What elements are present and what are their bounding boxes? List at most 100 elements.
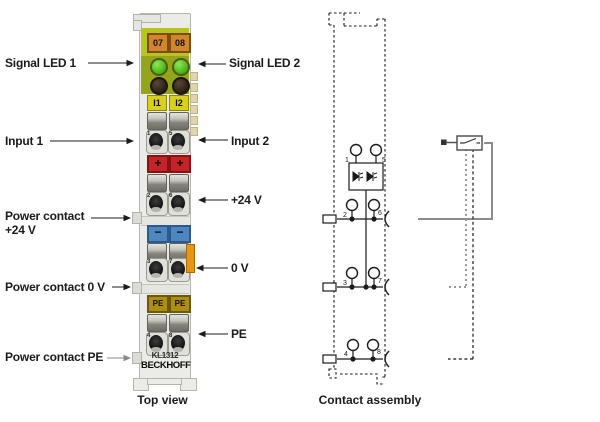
label-0v: 0 V: [231, 261, 249, 275]
housing-top-hook-stub: [133, 20, 142, 31]
wire-contact-6[interactable]: [168, 192, 190, 216]
minus-label-left: −: [147, 225, 169, 243]
power-contact-spring-24v: [132, 212, 142, 224]
led-symbol-1: [352, 171, 364, 182]
caption-contact-assembly: Contact assembly: [318, 393, 422, 407]
assembly-number-8: 8: [377, 349, 381, 356]
wire-contact-5[interactable]: [168, 130, 190, 154]
power-blade-0v: [322, 282, 337, 292]
wire-contact-3[interactable]: [146, 258, 168, 282]
housing-notch: [190, 127, 198, 136]
clamp-lever[interactable]: [147, 174, 167, 192]
assembly-number-6: 6: [378, 210, 382, 217]
terminal-circle-8: [366, 338, 380, 352]
housing-groove: [141, 284, 189, 294]
terminal-number: 7: [169, 259, 173, 265]
led-2-off: [150, 77, 168, 95]
led-symbol-2: [366, 171, 378, 182]
module-model: KL1312: [151, 351, 179, 360]
label-input-1: Input 1: [5, 134, 43, 148]
led-4-off: [172, 77, 190, 95]
housing-notch: [190, 94, 198, 103]
label-power-contact-line2: +24 V: [5, 223, 36, 237]
terminal-circle-1: [349, 143, 363, 157]
sensor-0v-wire-dotted: [449, 149, 467, 288]
wire-contact-1[interactable]: [146, 130, 168, 154]
assembly-housing-outline: [328, 12, 386, 385]
housing-notch: [190, 105, 198, 114]
sensor-24v-wire: [418, 142, 493, 220]
plus-label-right: +: [169, 155, 191, 173]
assembly-number-7: 7: [378, 278, 382, 285]
power-contact-spring-pe: [132, 352, 142, 364]
power-spring-24v: [384, 210, 390, 228]
label-pe: PE: [231, 327, 247, 341]
label-24v: +24 V: [231, 193, 262, 207]
clamp-lever[interactable]: [169, 174, 189, 192]
housing-top-hook: [133, 14, 161, 23]
wire-contact-8[interactable]: [168, 332, 190, 356]
sensor-switch-box: [456, 135, 483, 151]
wire-contact-4[interactable]: [146, 332, 168, 356]
minus-label-right: −: [169, 225, 191, 243]
terminal-circle-6: [367, 198, 381, 212]
channel-label-i2: I2: [169, 95, 189, 111]
housing-notch: [190, 72, 198, 81]
power-contact-spring-0v: [132, 282, 142, 294]
housing-notch: [190, 83, 198, 92]
label-power-contact-24v: Power contact +24 V: [5, 209, 85, 237]
wire-contact-2[interactable]: [146, 192, 168, 216]
junction-dots: [349, 216, 377, 362]
power-spring-pe: [384, 350, 390, 368]
channel-label-i1: I1: [147, 95, 167, 111]
assembly-number-1: 1: [345, 157, 349, 164]
housing-notch: [190, 116, 198, 125]
terminal-number: 8: [169, 333, 173, 339]
signal-led-1: [150, 58, 168, 76]
sensor-circuit: [418, 135, 493, 360]
terminal-number: 5: [169, 131, 173, 137]
din-foot-right: [180, 378, 197, 391]
switch-symbol: [460, 137, 480, 144]
label-power-contact-pe: Power contact PE: [5, 350, 104, 364]
address-label-08: 08: [169, 33, 191, 53]
assembly-number-4: 4: [344, 351, 348, 358]
terminal-circle-7: [367, 266, 381, 280]
terminal-number: 2: [147, 193, 151, 199]
label-power-contact-line1: Power contact: [5, 209, 85, 223]
assembly-wiring: [322, 156, 390, 368]
terminal-number: 1: [147, 131, 151, 137]
pe-label-left: PE: [147, 295, 169, 313]
sensor-pe-wire-dashed: [448, 149, 474, 360]
address-label-07: 07: [147, 33, 169, 53]
assembly-number-2: 2: [343, 212, 347, 219]
assembly-number-3: 3: [343, 280, 347, 287]
led-block: [348, 162, 384, 191]
brand-logo: BECKHOFF: [141, 360, 191, 371]
power-spring-0v: [384, 278, 390, 296]
clamp-lever[interactable]: [147, 112, 167, 130]
caption-top-view: Top view: [137, 393, 188, 407]
label-input-2: Input 2: [231, 134, 269, 148]
clamp-lever[interactable]: [169, 314, 189, 332]
clamp-lever[interactable]: [169, 112, 189, 130]
pe-label-right: PE: [169, 295, 191, 313]
clamp-lever[interactable]: [147, 314, 167, 332]
terminal-circle-5: [369, 143, 383, 157]
power-blade-pe: [322, 354, 337, 364]
terminal-circle-3: [345, 266, 359, 280]
wire-contact-7[interactable]: [168, 258, 190, 282]
din-foot-center: [147, 378, 182, 385]
assembly-terminal-numbers: 1 5 2 6 3 7 4 8: [343, 157, 386, 358]
signal-led-2: [172, 58, 190, 76]
assembly-number-5: 5: [382, 157, 386, 164]
label-power-contact-0v: Power contact 0 V: [5, 280, 105, 294]
terminal-number: 3: [147, 259, 151, 265]
power-contact-blade-orange: [186, 244, 195, 273]
terminal-circle-2: [345, 198, 359, 212]
terminal-number: 4: [147, 333, 151, 339]
label-signal-led-1: Signal LED 1: [5, 56, 76, 70]
plus-label-left: +: [147, 155, 169, 173]
terminal-circle-4: [346, 338, 360, 352]
terminal-number: 6: [169, 193, 173, 199]
